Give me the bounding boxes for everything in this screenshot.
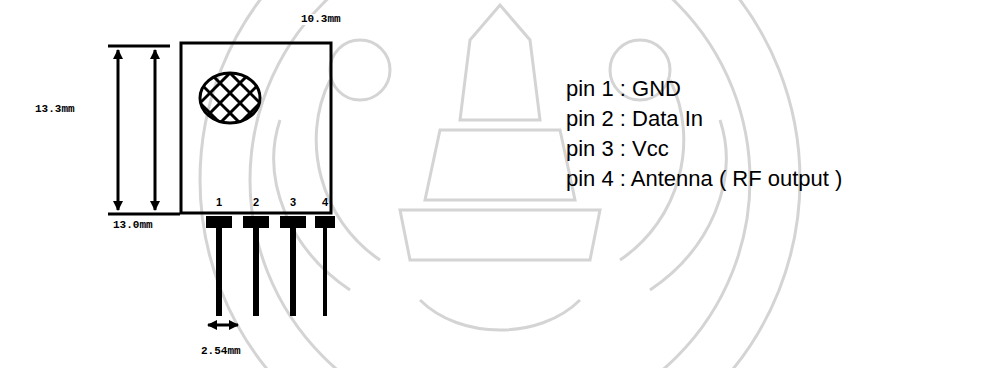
module-outline (181, 43, 331, 213)
dimension-lines (108, 46, 238, 325)
pin-number: 2 (253, 197, 259, 208)
pin-name: pin 3 : Vcc (566, 138, 669, 160)
pin-number: 4 (322, 197, 328, 208)
crystal-oval (200, 73, 260, 123)
pin-number: 1 (216, 197, 222, 208)
pin-name: pin 4 : Antenna ( RF output ) (566, 168, 842, 190)
pin-headers (206, 216, 335, 316)
pin-number: 3 (290, 197, 296, 208)
crystal-hatch (170, 73, 290, 123)
dimension-label: 13.0mm (112, 220, 154, 231)
dimension-label: 13.3mm (34, 104, 76, 115)
dimension-label: 2.54mm (200, 346, 242, 357)
dimension-label: 10.3mm (300, 14, 342, 25)
pin-name: pin 2 : Data In (566, 108, 703, 130)
pin-name: pin 1 : GND (566, 78, 681, 100)
